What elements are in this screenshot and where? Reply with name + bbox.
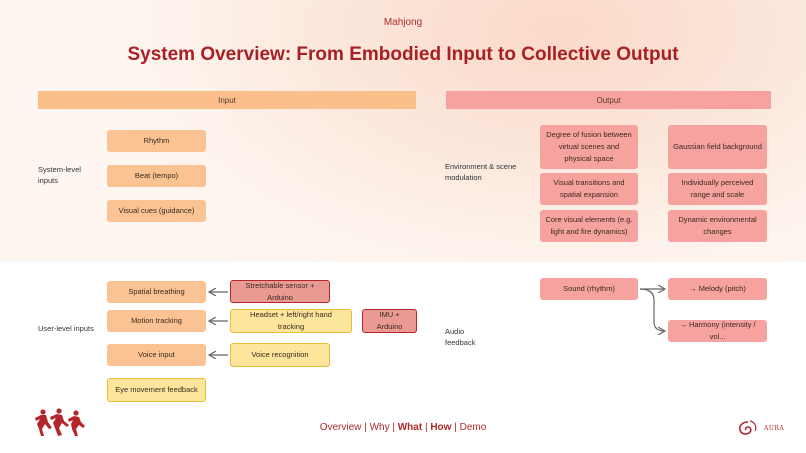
source-imu-arduino: IMU + Arduino — [362, 309, 417, 333]
aura-swirl-icon — [739, 420, 757, 435]
env-dynamic-changes-box: Dynamic environmental changes — [668, 210, 767, 242]
source-stretchable-sensor: Stretchable sensor + Arduino — [230, 280, 330, 303]
nav-overview[interactable]: Overview — [319, 422, 362, 433]
user-output-motion-tracking: Motion tracking — [107, 310, 206, 332]
user-output-spatial-breathing: Spatial breathing — [107, 281, 206, 303]
nav-what[interactable]: What — [397, 422, 423, 433]
input-header: Input — [38, 91, 416, 109]
source-headset-tracking: Headset + left/right hand tracking — [230, 309, 352, 333]
nav-how[interactable]: How — [430, 422, 452, 433]
audio-target-harmony: → Harmony (intensity / vol... — [668, 320, 767, 342]
nav-why[interactable]: Why — [369, 422, 390, 433]
slide-subtitle: Mahjong — [383, 17, 423, 28]
env-gaussian-box: Gaussian field background — [668, 125, 767, 169]
user-output-eye-movement: Eye movement feedback — [107, 378, 206, 402]
env-transitions-box: Visual transitions and spatial expansion — [540, 173, 638, 205]
audio-target-melody: → Melody (pitch) — [668, 278, 767, 300]
nav-demo[interactable]: Demo — [459, 422, 487, 433]
system-level-label: System-level inputs — [38, 165, 81, 185]
footer-nav: Overview | Why | What | How | Demo — [319, 422, 487, 433]
audio-source-sound: Sound (rhythm) — [540, 278, 638, 300]
output-header: Output — [446, 91, 771, 109]
aura-brand-text: AURA — [764, 425, 785, 432]
env-perceived-range-box: Individually perceived range and scale — [668, 173, 767, 205]
env-fusion-box: Degree of fusion between virtual scenes … — [540, 125, 638, 169]
environment-label: Environment & scene modulation — [445, 162, 517, 182]
env-core-visual-box: Core visual elements (e.g. light and fir… — [540, 210, 638, 242]
arrow-sound-to-harmony — [639, 288, 665, 331]
user-level-label: User-level inputs — [38, 324, 94, 333]
audio-label: Audio feedback — [445, 327, 476, 347]
source-voice-recognition: Voice recognition — [230, 343, 330, 367]
system-input-visual-cues: Visual cues (guidance) — [107, 200, 206, 222]
system-input-rhythm: Rhythm — [107, 130, 206, 152]
slide-title: System Overview: From Embodied Input to … — [127, 44, 679, 65]
running-figures-icon — [35, 408, 85, 436]
user-output-voice-input: Voice input — [107, 344, 206, 366]
system-input-beat: Beat (tempo) — [107, 165, 206, 187]
